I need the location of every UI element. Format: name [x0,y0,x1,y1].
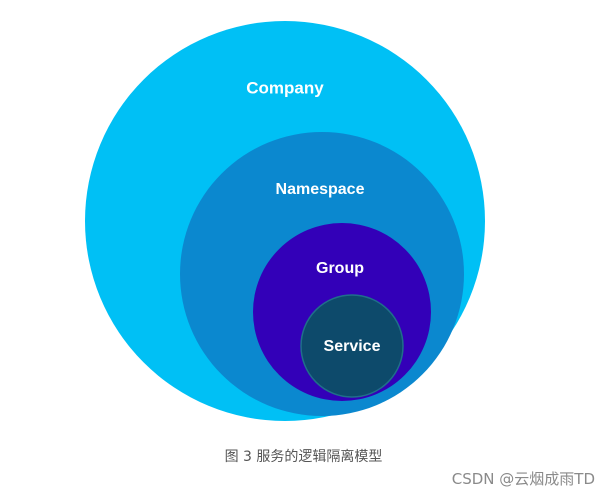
watermark: CSDN @云烟成雨TD [451,470,595,488]
company-label: Company [246,78,324,97]
service-circle [300,294,404,398]
namespace-label: Namespace [276,181,365,198]
figure-caption: 图 3 服务的逻辑隔离模型 [224,449,383,465]
service-label: Service [324,338,381,355]
group-label: Group [316,260,364,277]
